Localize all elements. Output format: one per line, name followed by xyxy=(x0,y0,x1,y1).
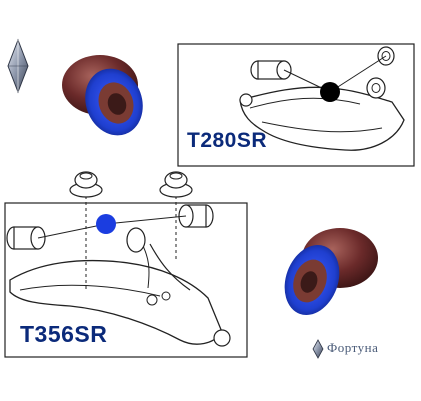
bushing-photo-bottom xyxy=(284,228,378,315)
diamond-logo-small-icon xyxy=(312,339,324,359)
diamond-logo-icon xyxy=(7,38,29,94)
marker-blue xyxy=(96,214,116,234)
upper-arm-diagram xyxy=(177,43,415,167)
marker-black xyxy=(320,82,340,102)
mount-bolt-right xyxy=(159,171,193,198)
part-number-lower: T356SR xyxy=(20,321,108,347)
mount-bolt-left xyxy=(69,171,103,198)
bushing-photo-top xyxy=(62,55,143,136)
brand-name: Фортуна xyxy=(327,340,379,355)
part-number-upper: T280SR xyxy=(187,129,268,152)
lower-arm-diagram xyxy=(4,196,248,358)
